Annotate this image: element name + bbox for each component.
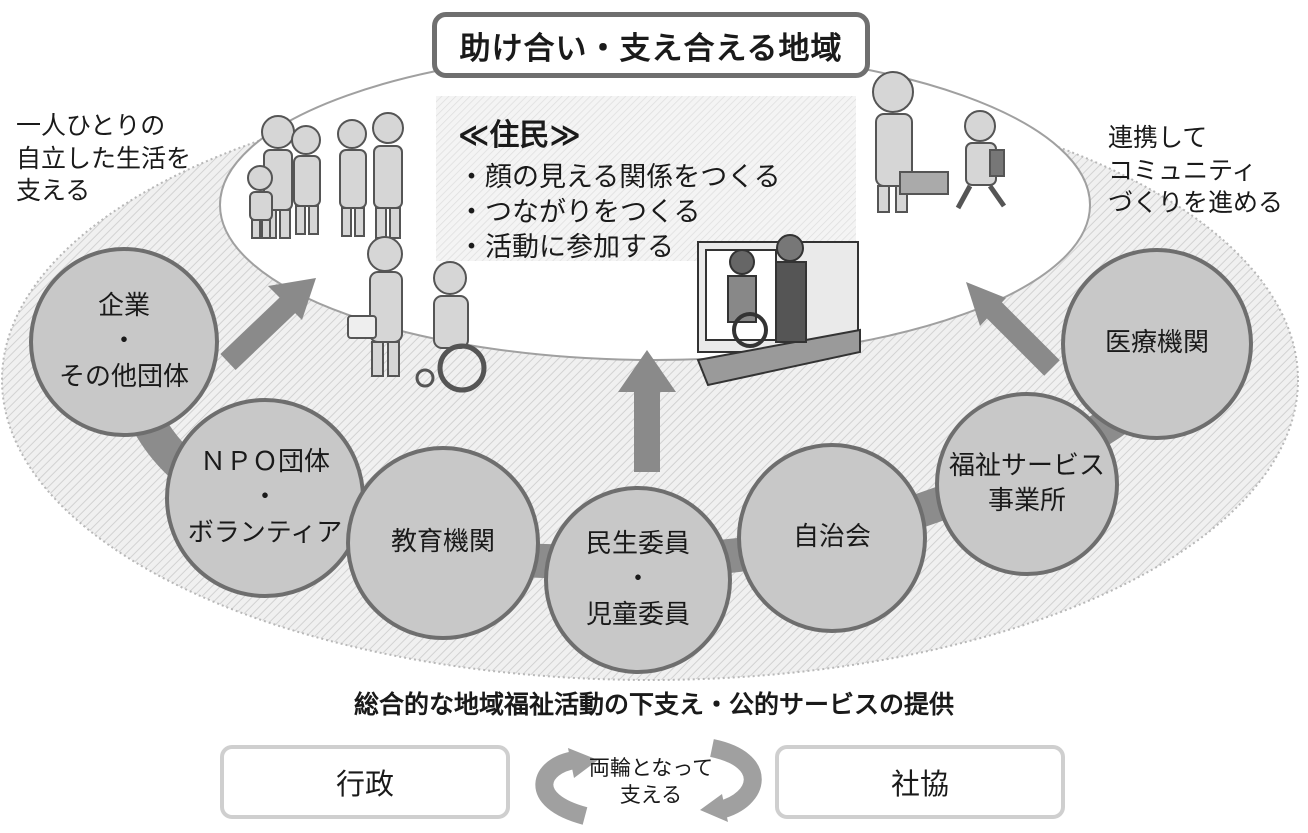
rotation-arrows: [535, 739, 762, 825]
circle-label-line: その他団体: [58, 361, 189, 392]
circle-label-company: 企業 ・ その他団体: [31, 249, 217, 435]
residents-block: ≪住民≫ ・顔の見える関係をつくる ・つながりをつくる ・活動に参加する: [458, 110, 781, 265]
arrow-left: [220, 278, 316, 370]
circle-label-welfare-services: 福祉サービス 事業所: [937, 394, 1117, 574]
two-wheels-line: 両輪となって: [588, 756, 714, 780]
circle-label-line: 自治会: [792, 522, 871, 553]
circle-label-neighborhood: 自治会: [739, 445, 925, 631]
organization-circles: [29, 247, 1253, 674]
left-note-line: 自立した生活を: [16, 143, 192, 173]
greeting-illustration: [872, 71, 1007, 213]
residents-item: ・つながりをつくる: [458, 197, 701, 229]
train-boarding-illustration: [696, 234, 861, 387]
circle-label-line: 児童委員: [585, 599, 690, 630]
page-title: 助け合い・支え合える地域: [432, 12, 870, 78]
circle-label-line: 医療機関: [1104, 328, 1209, 359]
circle-welfare-commissioners: [544, 486, 732, 674]
circle-label-line: ・: [251, 482, 278, 513]
circle-label-medical: 医療機関: [1063, 250, 1251, 438]
family-illustration: [247, 112, 404, 239]
circle-welfare-services: [935, 392, 1119, 576]
right-note-line: 連携して: [1108, 123, 1208, 152]
left-note: 一人ひとりの 自立した生活を 支える: [16, 110, 191, 208]
circle-label-welfare-commissioners: 民生委員 ・ 児童委員: [546, 488, 730, 672]
administration-box: 行政: [220, 745, 510, 819]
residents-heading: ≪住民≫: [458, 118, 581, 153]
circle-label-line: ・: [624, 564, 651, 595]
right-note: 連携して コミュニティ づくりを進める: [1108, 122, 1283, 220]
left-note-line: 支える: [16, 176, 91, 205]
circle-label-line: 企業: [97, 291, 150, 322]
circle-label-line: 民生委員: [585, 529, 690, 560]
residents-item: ・顔の見える関係をつくる: [458, 162, 781, 193]
right-note-line: コミュニティ: [1108, 155, 1257, 185]
circle-label-line: 教育機関: [390, 527, 495, 558]
circle-label-line: ボランティア: [187, 517, 343, 548]
circle-label-line: 事業所: [987, 486, 1066, 516]
left-note-line: 一人ひとりの: [16, 111, 166, 140]
circle-medical: [1061, 248, 1253, 440]
circle-label-line: 福祉サービス: [948, 450, 1105, 481]
two-wheels-line: 支える: [619, 783, 683, 808]
circle-label-npo: ＮＰＯ団体 ・ ボランティア: [167, 400, 363, 596]
arrow-center: [618, 350, 676, 472]
residents-panel: [436, 96, 856, 261]
support-caption: 総合的な地域福祉活動の下支え・公的サービスの提供: [353, 690, 954, 719]
right-note-line: づくりを進める: [1108, 188, 1284, 217]
circle-label-line: ＮＰＯ団体: [199, 447, 330, 478]
circle-company: [29, 247, 219, 437]
caregiver-wheelchair-illustration: [347, 236, 487, 393]
circle-education: [346, 446, 540, 640]
arrow-right: [966, 282, 1060, 376]
social-welfare-council-box: 社協: [775, 745, 1065, 819]
circle-neighborhood: [737, 443, 927, 633]
residents-item: ・活動に参加する: [458, 232, 674, 264]
circle-label-education: 教育機関: [348, 448, 538, 638]
two-wheels-caption: 両輪となって 支える: [540, 755, 762, 810]
circle-label-line: ・: [110, 326, 137, 357]
